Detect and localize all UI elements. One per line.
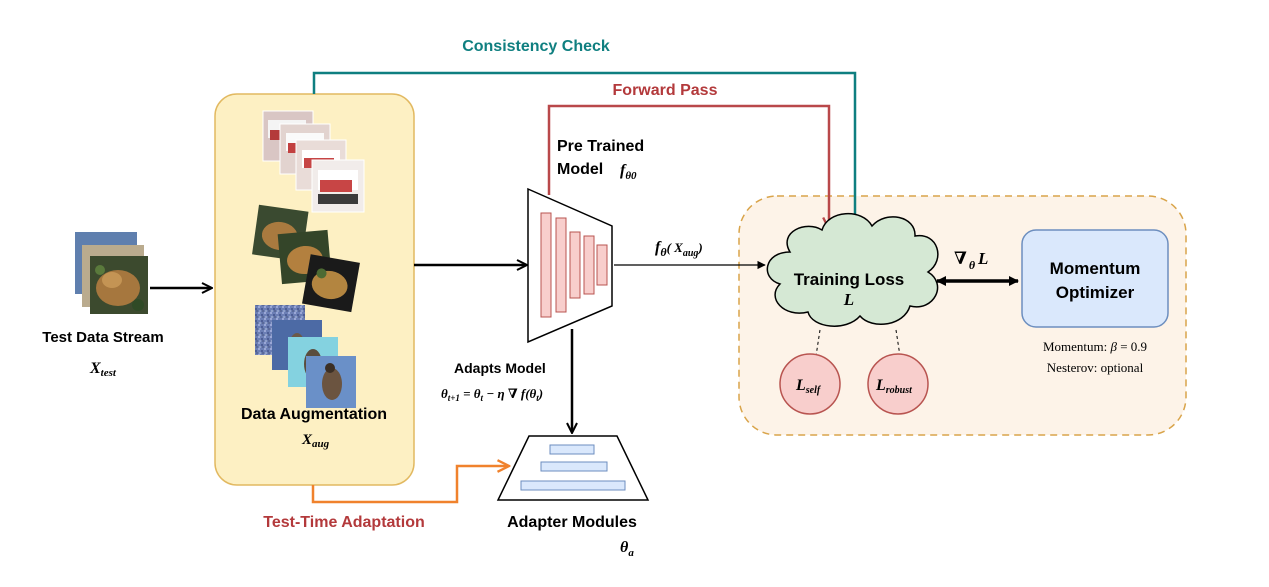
- test-time-adaptation-arrow: [311, 466, 508, 504]
- augmented-image-stacks-icon: [252, 110, 365, 408]
- adapts-model-label: Adapts Model: [454, 360, 546, 376]
- stacked-image-thumbnails-icon: [75, 232, 148, 314]
- theta-a-symbol: θa: [620, 539, 634, 559]
- adapter-modules-label: Adapter Modules: [507, 514, 637, 531]
- x-test-symbol: Xtest: [89, 360, 117, 379]
- training-loss-cloud: [766, 212, 939, 327]
- forward-pass-arrow: [547, 104, 829, 228]
- test-time-adaptation-label: Test-Time Adaptation: [263, 514, 425, 531]
- momentum-optimizer-line2: Optimizer: [1056, 283, 1135, 302]
- l-robust-symbol: Lrobust: [875, 377, 913, 396]
- adapter-bars: [520, 444, 626, 491]
- momentum-optimizer-block: [1021, 229, 1169, 328]
- pretrained-model-label-line2: Model: [557, 161, 603, 178]
- consistency-check-label: Consistency Check: [462, 38, 610, 55]
- momentum-optimizer-line1: Momentum: [1050, 259, 1141, 278]
- l-robust-node: [867, 353, 929, 415]
- l-self-symbol: Lself: [795, 377, 822, 396]
- nesterov-note: Nesterov: optional: [1047, 360, 1144, 375]
- cloud-to-lself-connector: [815, 329, 821, 357]
- loss-symbol: L: [843, 290, 854, 309]
- model-output-symbol: fθ( Xaug): [655, 239, 703, 259]
- cloud-to-lrobust-connector: [895, 329, 901, 357]
- x-aug-symbol: Xaug: [301, 432, 330, 450]
- test-data-stream-label: Test Data Stream: [42, 329, 163, 346]
- data-augmentation-label: Data Augmentation: [241, 406, 387, 423]
- update-rule: θt+1 = θt − η ∇ f(θt): [441, 386, 543, 403]
- consistency-check-arrow: [312, 71, 855, 232]
- training-loss-label: Training Loss: [794, 270, 905, 289]
- pretrained-model-label-line1: Pre Trained: [557, 138, 644, 155]
- model-layers: [540, 212, 608, 318]
- forward-pass-label: Forward Pass: [613, 82, 718, 99]
- l-self-node: [779, 353, 841, 415]
- momentum-note: Momentum: β = 0.9: [1043, 339, 1147, 354]
- f-theta0-symbol: fθ0: [620, 162, 637, 182]
